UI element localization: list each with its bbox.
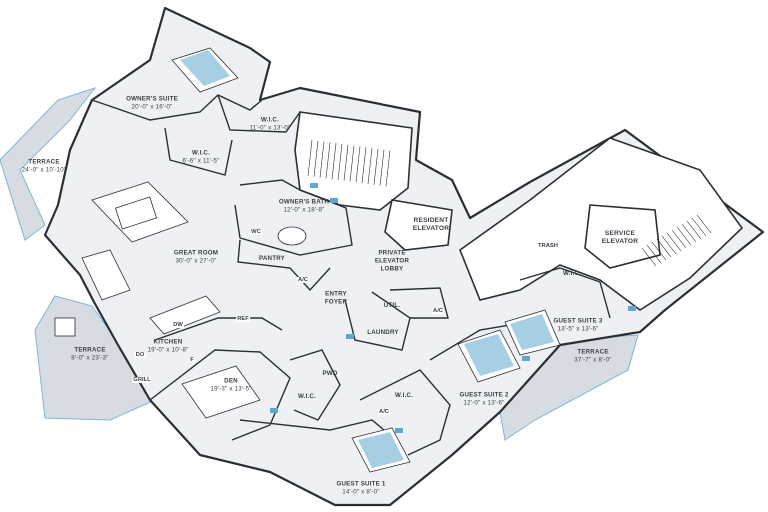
stair-tread: [307, 139, 313, 177]
tag-wc: WC: [250, 229, 262, 235]
stair-tread: [656, 238, 672, 258]
sink-3: [346, 334, 354, 339]
tag-ac-util: A/C: [432, 308, 444, 314]
stair-tread: [686, 220, 702, 240]
tag-grill: GRILL: [132, 377, 152, 383]
tag-ac-guest: A/C: [378, 409, 390, 415]
bed-linen-guest-1: [358, 432, 404, 468]
stair-tread: [379, 149, 385, 186]
stair-tread: [319, 141, 325, 178]
stair-tread: [325, 142, 331, 179]
tag-dw: DW: [172, 322, 184, 328]
tag-trash: TRASH: [537, 243, 559, 249]
plumbing-fixtures: [180, 50, 636, 468]
room-util: UTIL.: [383, 302, 401, 310]
stair-tread: [651, 241, 667, 261]
sink-1: [310, 183, 318, 188]
sink-5: [270, 408, 278, 413]
terrace-west-area: [0, 87, 97, 241]
room-pwd: PWD: [322, 370, 338, 378]
room-service-elevator: SERVICE ELEVATOR: [601, 229, 639, 245]
room-resident-elevator: RESIDENT ELEVATOR: [412, 216, 450, 232]
stair-tread: [361, 147, 367, 184]
kitchen-island: [149, 295, 221, 335]
room-entry-foyer: ENTRY FOYER: [324, 290, 348, 305]
sink-6: [522, 356, 530, 361]
bed-linen-owner: [180, 50, 230, 86]
terrace-table: [54, 317, 76, 337]
stair-tread: [349, 145, 355, 182]
interior-walls: [91, 94, 611, 456]
stair-tread: [331, 143, 337, 180]
den-sofa: [181, 365, 261, 419]
sink-7: [628, 306, 636, 311]
service-elevator-shaft: [584, 204, 661, 269]
tag-ac-pantry: A/C: [297, 277, 309, 283]
stair-tread: [696, 214, 712, 234]
bed-linen-guest-2: [464, 334, 514, 376]
stair-tread: [661, 235, 677, 255]
tag-ref: REF: [236, 316, 250, 322]
bed-linen-guest-3: [510, 314, 554, 350]
stair-tread: [373, 148, 379, 185]
stair-tread: [646, 244, 662, 264]
stair-tread: [337, 143, 343, 181]
tag-f: F: [189, 357, 195, 363]
room-wic-guest-3: W.I.C.: [562, 270, 582, 278]
room-pantry: PANTRY: [259, 255, 285, 263]
stair-tread: [676, 226, 692, 246]
stair-tread: [691, 217, 707, 237]
stair-treads-east: [641, 214, 712, 267]
stair-tread: [313, 140, 319, 177]
stair-core-north: [294, 111, 413, 211]
stair-tread: [681, 223, 697, 243]
sink-4: [395, 428, 403, 433]
room-wic-den: W.I.C.: [297, 393, 317, 401]
stair-tread: [385, 150, 391, 187]
coffee-table: [114, 196, 158, 230]
room-wic-guest-1: W.I.C.: [394, 392, 414, 400]
stair-tread: [641, 247, 657, 267]
stair-tread: [355, 146, 361, 183]
stair-tread: [671, 229, 687, 249]
stair-tread: [343, 144, 349, 181]
owners-tub: [277, 226, 307, 246]
stair-tread: [666, 232, 682, 252]
room-private-elevator-lobby: PRIVATE ELEVATOR LOBBY: [374, 249, 410, 272]
resident-elevator-shaft: [384, 199, 453, 251]
dining-table: [81, 249, 131, 301]
stair-tread: [367, 147, 373, 185]
room-wic-owner: W.I.C.11'-0" x 13'-0": [249, 116, 291, 131]
tag-do: DO: [134, 352, 146, 358]
room-laundry: LAUNDRY: [367, 329, 399, 337]
stair-treads-north: [307, 139, 391, 187]
sink-2: [330, 198, 338, 203]
room-wic-small: W.I.C.6'-6" x 11'-5": [182, 149, 220, 164]
